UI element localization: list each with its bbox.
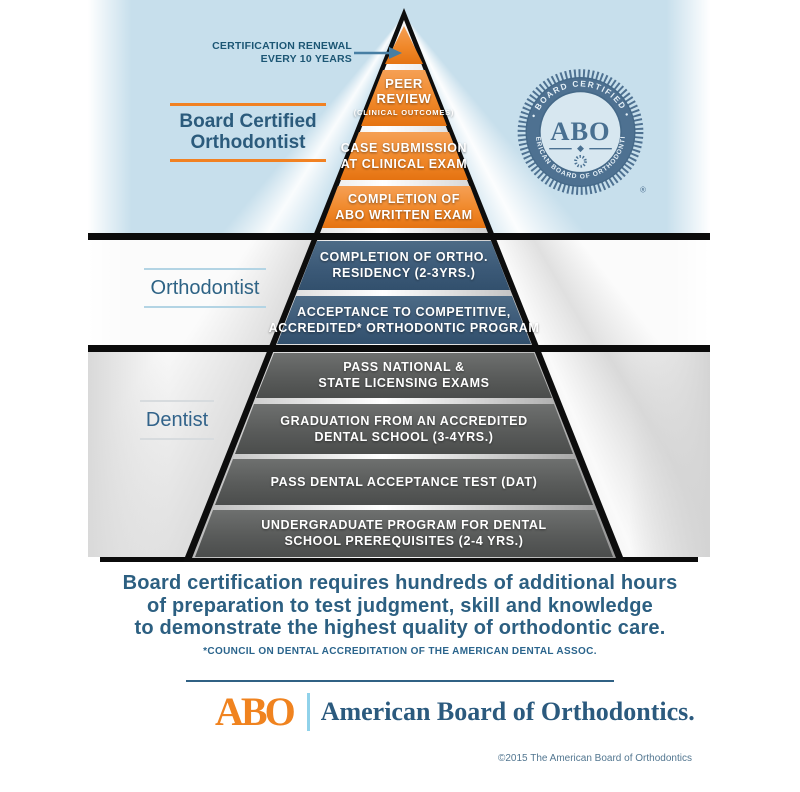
slice-dat	[215, 459, 593, 505]
label-written-exam: COMPLETION OF ABO WRITTEN EXAM	[335, 192, 473, 222]
renewal-note-line1: CERTIFICATION RENEWAL	[212, 40, 352, 52]
slice-acceptance	[277, 296, 531, 344]
seal-band	[526, 77, 635, 187]
divider-rule-2	[88, 345, 710, 352]
abo-logo: ABO American Board of Orthodontics.	[215, 692, 695, 732]
slice-licensing-exams	[256, 353, 552, 398]
slice-peer-review	[361, 70, 447, 126]
tier-label-orthodontist: Orthodontist	[144, 268, 266, 308]
tier-label-dentist: Dentist	[140, 400, 214, 440]
accreditation-footnote: *COUNCIL ON DENTAL ACCREDITATION OF THE …	[203, 646, 597, 657]
abo-seal: • BOARD CERTIFIED • AMERICAN BOARD OF OR…	[512, 64, 646, 195]
label-licensing-exams: PASS NATIONAL & STATE LICENSING EXAMS	[318, 360, 490, 390]
abo-wordmark: American Board of Orthodontics.	[320, 697, 695, 726]
pyramid-graphic	[88, 8, 710, 562]
label-residency: COMPLETION OF ORTHO. RESIDENCY (2-3YRS.)	[319, 250, 489, 280]
certification-renewal-note: CERTIFICATION RENEWAL EVERY 10 YEARS	[204, 40, 352, 65]
tier-label-board-certified: Board Certified Orthodontist	[170, 103, 326, 162]
renewal-note-line2: EVERY 10 YEARS	[260, 52, 352, 65]
slice-undergraduate	[195, 510, 613, 557]
statement-paragraph: Board certification requires hundreds of…	[122, 572, 678, 639]
seal-inner-disc	[539, 90, 622, 174]
label-dat: PASS DENTAL ACCEPTANCE TEST (DAT)	[270, 475, 538, 489]
label-dental-school: GRADUATION FROM AN ACCREDITED DENTAL SCH…	[280, 414, 528, 444]
slice-written-exam	[322, 186, 486, 228]
abo-logo-mark: ABO	[215, 689, 296, 734]
seal-diamond	[577, 145, 584, 153]
slice-residency	[298, 241, 510, 290]
seal-abo-text: ABO	[550, 116, 610, 146]
label-peer-review: PEER REVIEW (CLINICAL OUTCOMES)	[353, 76, 455, 117]
slice-case-submission	[340, 132, 468, 180]
divider-rule-1	[88, 233, 710, 240]
seal-registered-mark: ®	[640, 186, 646, 195]
renewal-arrow-icon	[354, 47, 402, 59]
seal-band-outer-edge	[525, 77, 636, 188]
slice-dental-school	[235, 404, 573, 454]
copyright-text: ©2015 The American Board of Orthodontics	[498, 753, 692, 764]
label-acceptance: ACCEPTANCE TO COMPETITIVE, ACCREDITED* O…	[268, 305, 540, 335]
logo-separator-bar	[306, 693, 310, 731]
seal-wreath-ring	[517, 69, 644, 195]
label-case-submission: CASE SUBMISSION AT CLINICAL EXAM	[340, 141, 468, 171]
label-undergraduate: UNDERGRADUATE PROGRAM FOR DENTAL SCHOOL …	[261, 518, 547, 548]
footer-divider	[186, 680, 614, 682]
